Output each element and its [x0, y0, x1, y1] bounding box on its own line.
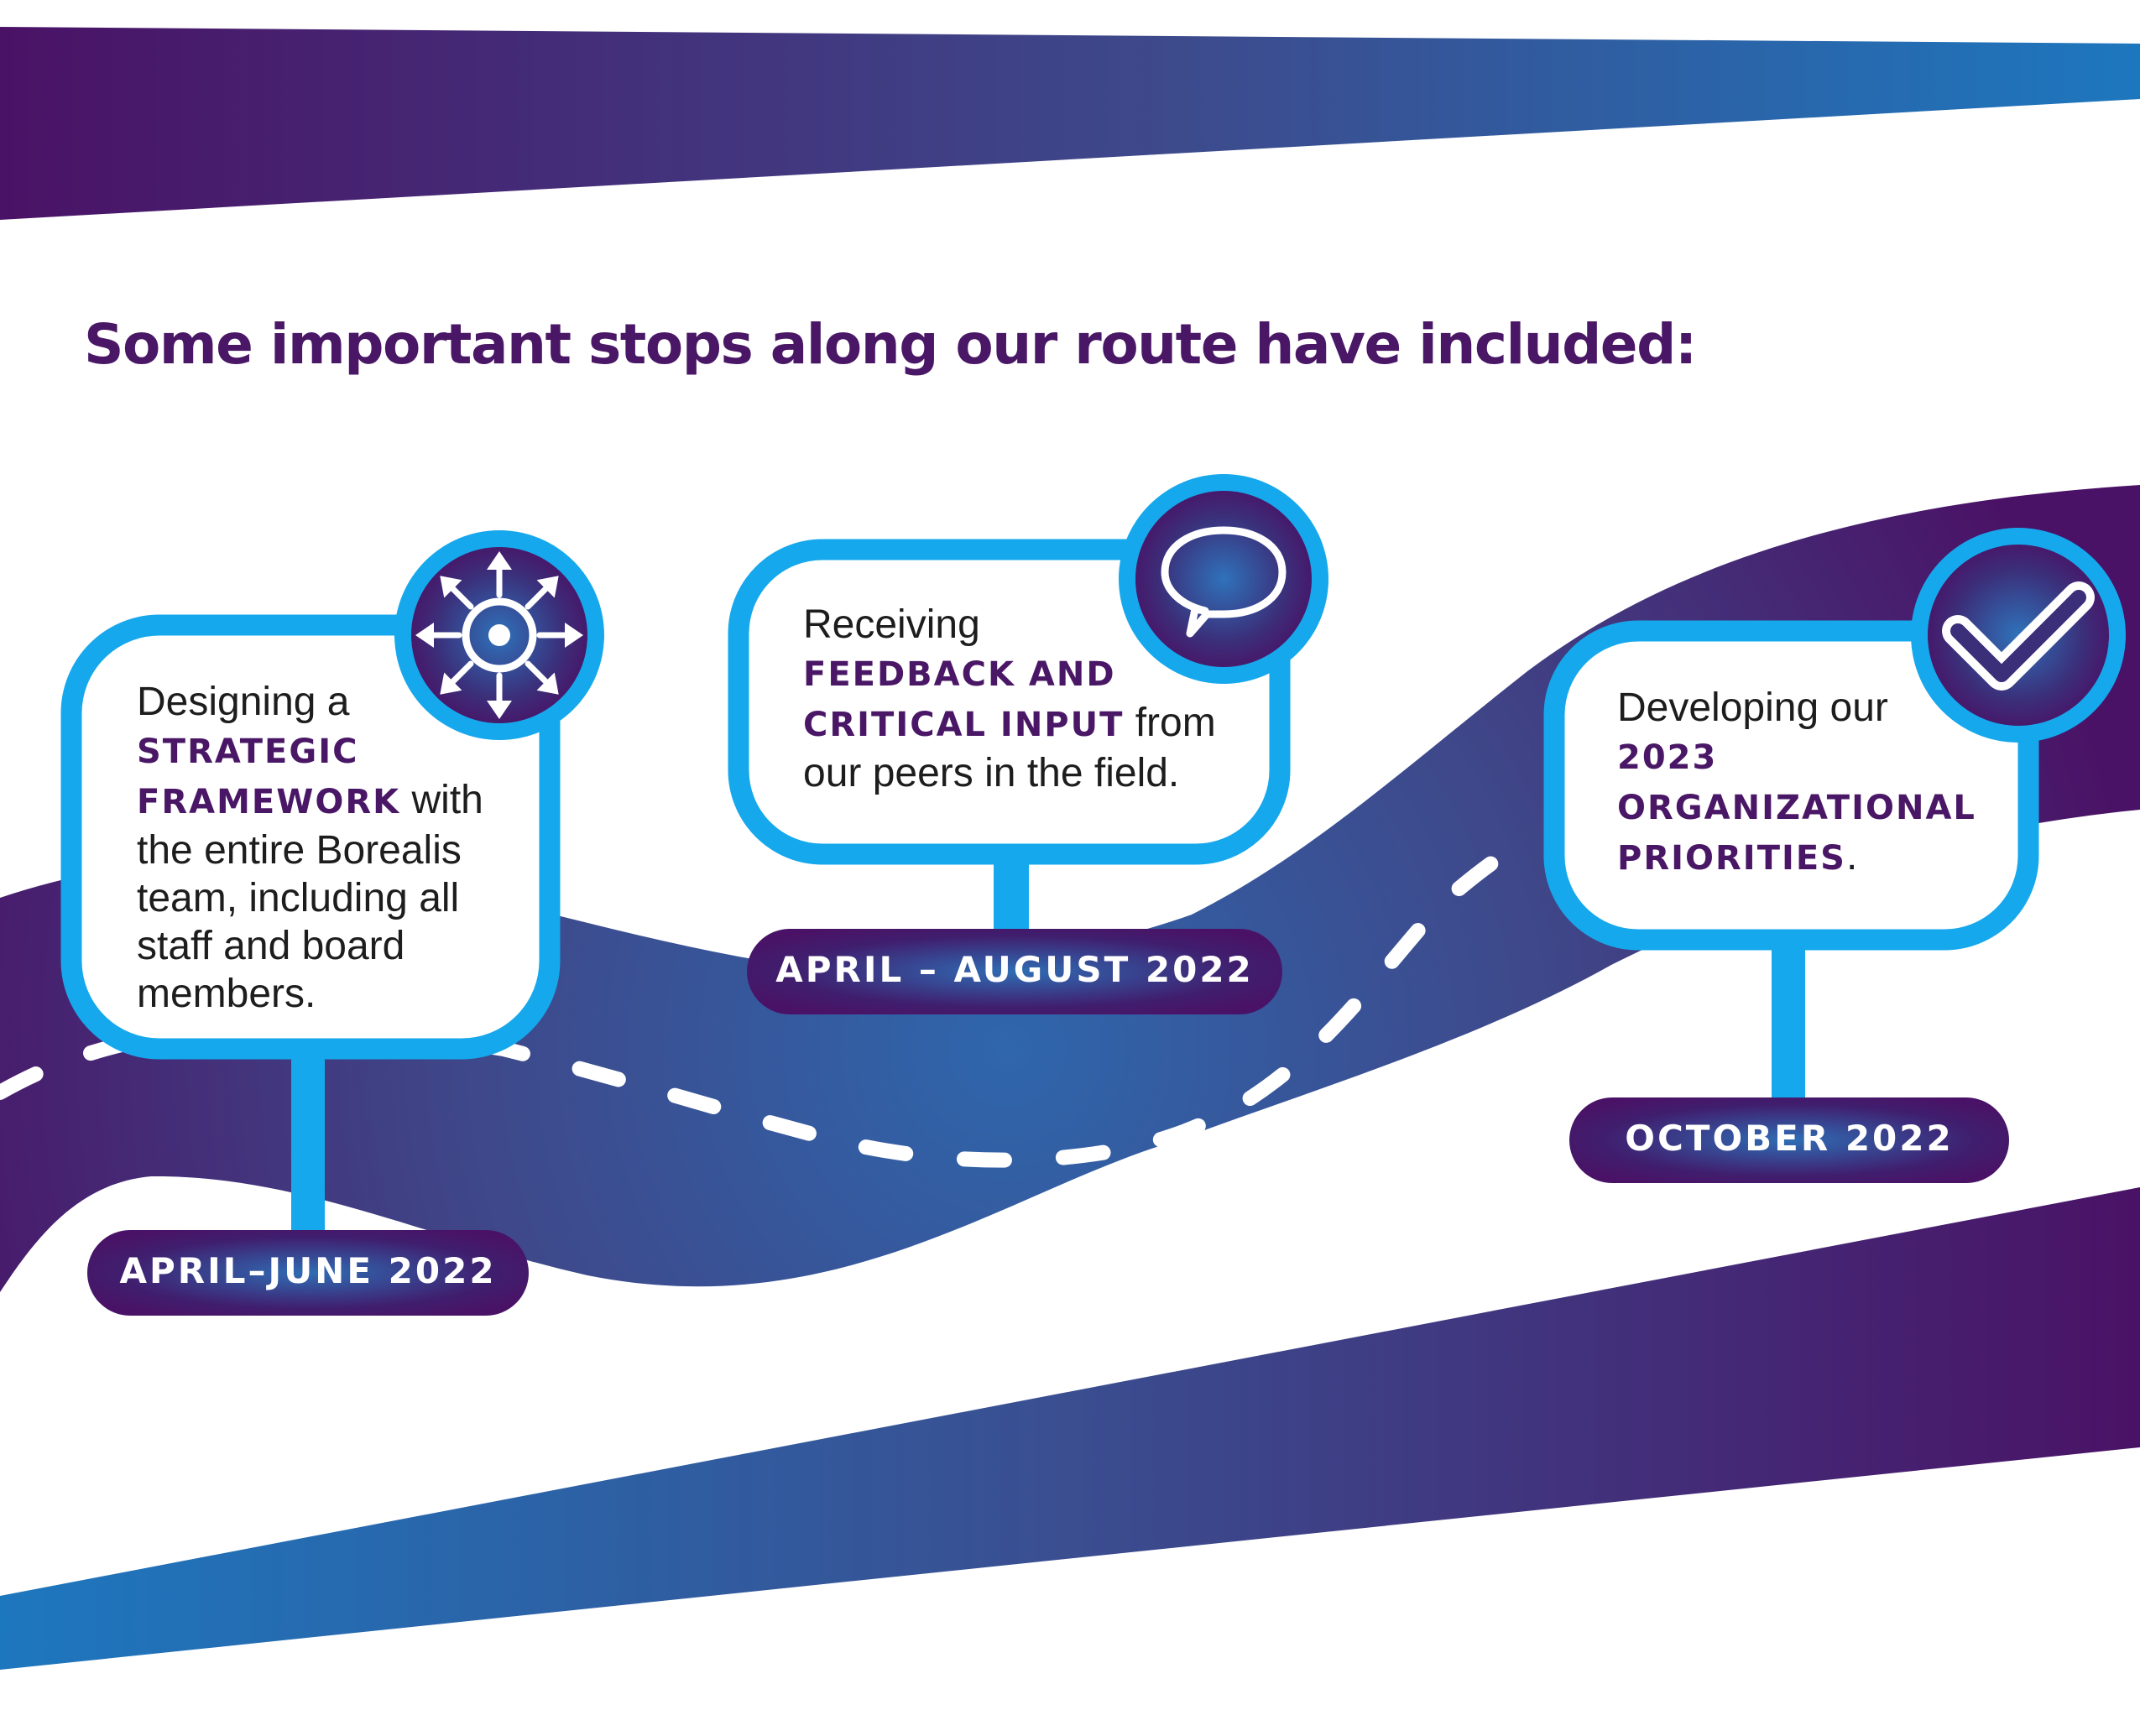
stop-2-text-after: from our peers in the field. [803, 701, 1216, 795]
stop-2-description: Receiving FEEDBACK AND CRITICAL INPUT fr… [803, 601, 1248, 797]
stop-3-sign [1543, 528, 2126, 1183]
stop-3-date: OCTOBER 2022 [1625, 1118, 1954, 1159]
stop-3-date-pill [1569, 1097, 2009, 1183]
stop-1-post [291, 1042, 325, 1252]
checkmark-icon [1942, 581, 2095, 691]
stop-3-text-after: . [1846, 834, 1858, 878]
stop-1-date-pill [87, 1230, 529, 1316]
speech-bubble-icon [1161, 526, 1287, 638]
stop-3-post [1772, 931, 1805, 1118]
compass-arrows-icon [415, 551, 583, 719]
top-banner-band [0, 27, 2140, 220]
stop-2-badge [1119, 474, 1328, 684]
stop-1-description: Designing a STRATEGIC FRAMEWORK with the… [137, 678, 531, 1018]
page-headline: Some important stops along our route hav… [84, 312, 1697, 377]
stop-1-text-after: with the entire Borealis team, including… [137, 778, 483, 1016]
stop-2-sign [728, 474, 1328, 1014]
stop-2-highlight: FEEDBACK AND CRITICAL INPUT [803, 655, 1125, 744]
stop-1-date: APRIL–JUNE 2022 [119, 1250, 497, 1291]
stop-2-date: APRIL – AUGUST 2022 [775, 949, 1254, 990]
stop-1-text-before: Designing a [137, 680, 350, 724]
stop-3-highlight: 2023 ORGANIZATIONAL PRIORITIES [1617, 738, 1976, 878]
stop-3-description: Developing our 2023 ORGANIZATIONAL PRIOR… [1617, 684, 1986, 883]
stop-2-text-before: Receiving [803, 602, 980, 647]
stop-1-sign [60, 530, 604, 1316]
stop-2-date-pill [747, 929, 1282, 1014]
stop-3-card [1543, 620, 2039, 951]
bottom-banner-band [0, 1187, 2140, 1670]
stop-1-highlight: STRATEGIC FRAMEWORK [137, 732, 401, 821]
stop-3-text-before: Developing our [1617, 686, 1888, 730]
stop-1-card [60, 614, 561, 1060]
stop-3-badge [1911, 528, 2126, 743]
